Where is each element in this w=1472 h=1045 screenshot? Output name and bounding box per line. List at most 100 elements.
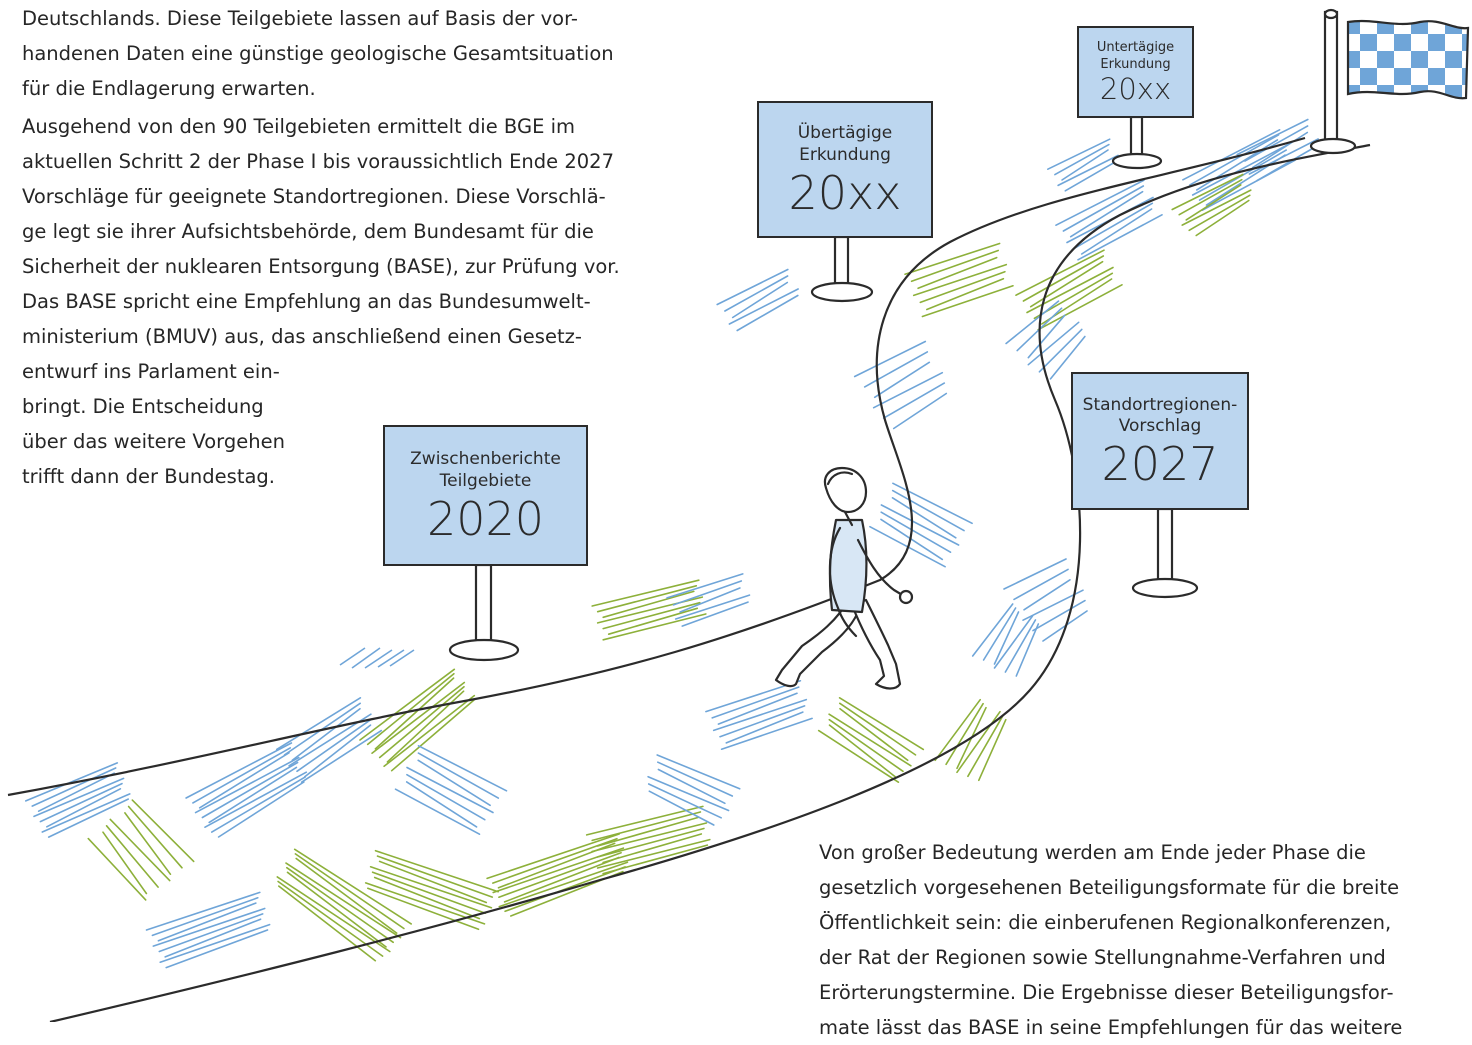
hatch-stroke <box>374 677 455 750</box>
hatch-stroke <box>1181 189 1252 226</box>
hatch-stroke <box>585 805 704 836</box>
hatch-stroke <box>838 702 917 756</box>
hatch-stroke <box>1023 578 1071 611</box>
paragraph-line: ministerium (BMUV) aus, das anschließend… <box>22 325 582 348</box>
hatch-stroke <box>1015 623 1040 677</box>
hatch-stroke <box>828 724 897 778</box>
sign-post-unter <box>1111 115 1163 170</box>
participation-paragraph: Von großer Bedeutung werden am Ende jede… <box>819 835 1402 1045</box>
paragraph-line: Das BASE spricht eine Empfehlung an das … <box>22 290 591 313</box>
hatch-stroke <box>124 812 172 876</box>
hatch-stroke <box>1038 328 1083 373</box>
hatch-stroke <box>719 705 806 738</box>
hatch-stroke <box>892 392 948 430</box>
hatch-stroke <box>602 601 701 630</box>
hatch-stroke <box>41 793 131 833</box>
hatch-stroke <box>647 775 730 812</box>
hatch-stroke <box>679 587 741 613</box>
hatch-stroke <box>37 772 115 813</box>
hatch-stroke <box>1029 260 1104 308</box>
hatch-stroke <box>1032 599 1086 632</box>
hatch-stroke <box>1013 568 1069 601</box>
hatch-stroke <box>891 489 965 532</box>
hatch-stroke <box>374 849 500 893</box>
hatch-stroke <box>607 607 699 636</box>
hatch-stroke <box>1054 143 1110 176</box>
hatch-stroke <box>276 876 391 953</box>
hatch-stroke <box>376 855 494 898</box>
hatch-stroke <box>1077 214 1163 261</box>
hatch-stroke <box>993 611 1020 665</box>
hatch-stroke <box>648 790 715 826</box>
hatch-stroke <box>366 672 455 746</box>
hatch-stroke <box>716 268 789 306</box>
sign-year: 20xx <box>788 165 902 220</box>
hatch-stroke <box>390 699 475 772</box>
hatch-stroke <box>394 788 481 836</box>
hatch-stroke <box>1027 321 1080 366</box>
paragraph-line: Öffentlichkeit sein: die einberufenen Re… <box>819 911 1392 934</box>
hatch-stroke <box>45 787 122 828</box>
hatch-stroke <box>164 918 262 958</box>
paragraph-line: entwurf ins Parlament ein- <box>22 360 280 383</box>
hatch-stroke <box>977 718 1007 782</box>
hatch-stroke <box>828 718 904 773</box>
hatch-stroke <box>1004 619 1037 673</box>
paragraph-line: bringt. Die Entscheidung <box>22 395 264 418</box>
milestone-sign-untertaegige-erkundung: Untertägige Erkundung 20xx <box>1077 26 1194 118</box>
paragraph-line: über das weitere Vorgehen <box>22 430 285 453</box>
road-upper-edge <box>7 136 1306 797</box>
hatch-stroke <box>277 885 377 962</box>
hatch-stroke <box>1185 184 1242 221</box>
hatch-stroke <box>657 768 726 805</box>
hatch-stroke <box>1049 335 1086 380</box>
hatch-stroke <box>1080 208 1153 255</box>
hatch-stroke <box>383 694 476 768</box>
hatch-stroke <box>151 896 259 937</box>
hatch-stroke <box>31 767 117 807</box>
hatch-stroke <box>486 833 621 880</box>
sign-label: Zwischenberichte <box>410 449 561 470</box>
hatch-stroke <box>880 511 952 554</box>
hatch-stroke <box>596 816 699 847</box>
hatch-stroke <box>157 902 257 942</box>
hatch-stroke <box>872 371 944 409</box>
sign-post-2027 <box>1131 507 1199 599</box>
hatch-stroke <box>369 865 493 909</box>
hatch-stroke <box>1244 125 1309 162</box>
hatch-stroke <box>596 838 711 869</box>
paragraph-line: Sicherheit der nuklearen Entsorgung (BAS… <box>22 255 620 278</box>
hatch-stroke <box>109 818 171 882</box>
hatch-stroke <box>647 783 723 819</box>
hatch-stroke <box>1037 283 1123 331</box>
hatch-stroke <box>910 249 1000 283</box>
hatch-stroke <box>491 837 618 884</box>
hatch-stroke <box>498 851 622 899</box>
intro-paragraph: Deutschlands. Diese Teilgebiete lassen a… <box>22 1 614 106</box>
hatch-stroke <box>285 866 395 944</box>
hatch-stroke <box>873 361 931 399</box>
sign-year: 2020 <box>426 491 545 546</box>
hatch-stroke <box>1055 179 1145 226</box>
hatch-stroke <box>145 891 261 931</box>
paragraph-line: Deutschlands. Diese Teilgebiete lassen a… <box>22 7 578 30</box>
hatch-stroke <box>1026 266 1114 314</box>
hatch-stroke <box>1003 558 1067 590</box>
hatch-stroke <box>921 284 1014 318</box>
hatch-stroke <box>208 766 298 824</box>
hatch-stroke <box>1057 154 1119 187</box>
sign-year: 2027 <box>1101 437 1219 492</box>
hatch-stroke <box>1022 589 1084 622</box>
hatch-stroke <box>373 876 481 920</box>
hatch-stroke <box>945 702 984 766</box>
paragraph-line: Vorschläge für geeignete Standortregione… <box>22 185 606 208</box>
milestone-sign-zwischenberichte: Zwischenberichte Teilgebiete 2020 <box>383 425 588 566</box>
hatch-stroke <box>712 698 808 732</box>
hatch-stroke <box>919 270 1006 304</box>
hatch-stroke <box>295 857 398 934</box>
hatch-stroke <box>105 824 159 888</box>
hatch-stroke <box>1061 149 1109 181</box>
hatch-stroke <box>498 861 629 908</box>
hatch-stroke <box>672 580 743 606</box>
hatch-stroke <box>711 686 800 719</box>
